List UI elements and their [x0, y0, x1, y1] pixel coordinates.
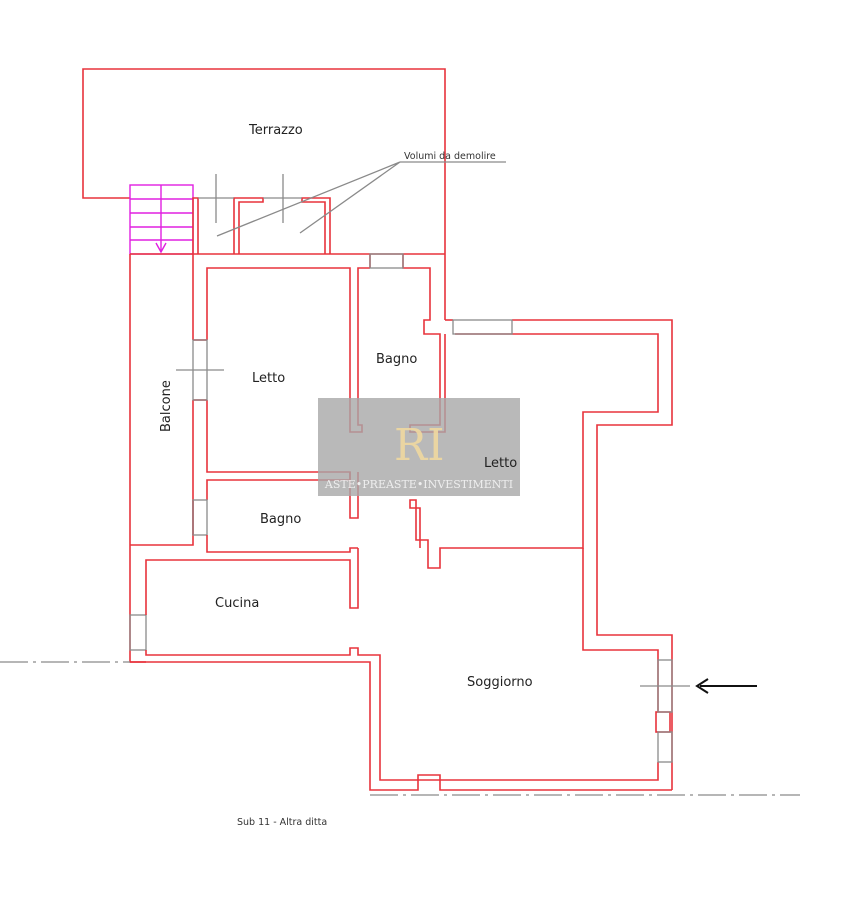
demolition-label: Volumi da demolire [404, 151, 496, 162]
watermark: RI ASTE•PREASTE•INVESTIMENTI [318, 398, 520, 496]
room-label-soggiorno: Soggiorno [467, 675, 533, 690]
bedroom-2-walls [409, 319, 673, 790]
room-label-bagno-2: Bagno [260, 512, 301, 527]
staircase [129, 184, 194, 255]
neighbour-label: Sub 11 - Altra ditta [237, 817, 327, 828]
room-label-bagno-1: Bagno [376, 352, 417, 367]
entrance-arrow-icon [695, 678, 757, 694]
balcony-wall [129, 254, 146, 663]
room-label-terrazzo: Terrazzo [248, 123, 303, 138]
room-label-letto-2: Letto [484, 456, 517, 471]
demolition-volumes [192, 161, 506, 254]
room-label-balcone: Balcone [159, 380, 174, 432]
watermark-logo: RI [394, 420, 445, 471]
room-label-letto-1: Letto [252, 371, 285, 386]
watermark-text: ASTE•PREASTE•INVESTIMENTI [324, 478, 513, 491]
terrace-outline [82, 68, 446, 320]
room-label-cucina: Cucina [215, 596, 259, 611]
kitchen-walls [130, 548, 672, 791]
